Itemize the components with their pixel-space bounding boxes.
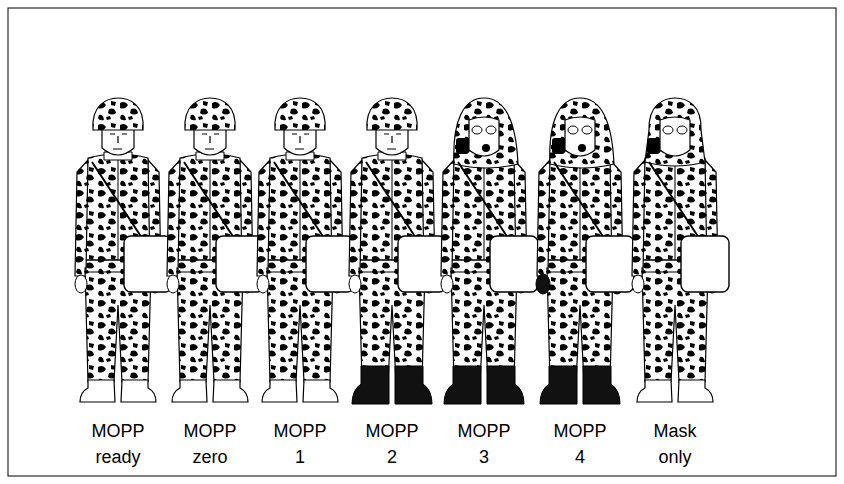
level-label: MOPP 2 [360,418,424,470]
soldier-figure [632,98,729,402]
level-label: MOPP 3 [452,418,516,470]
level-label: MOPP 1 [268,418,332,470]
frame [8,8,836,476]
level-label: Mask only [643,418,707,470]
soldier-figure [349,98,446,404]
soldier-figure [167,98,264,402]
level-label: MOPP 4 [548,418,612,470]
level-label: MOPP ready [86,418,150,470]
soldier-figure [536,98,634,404]
soldier-figure [441,98,538,404]
level-label: MOPP zero [178,418,242,470]
soldier-figure [75,98,172,402]
soldier-figure [257,98,354,402]
